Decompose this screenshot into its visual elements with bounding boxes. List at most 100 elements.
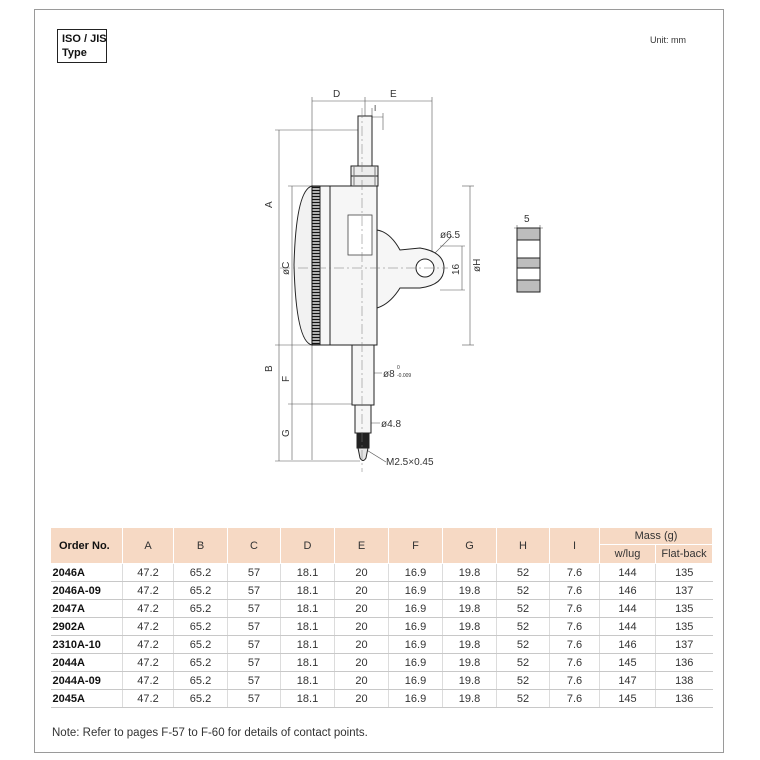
table-cell: 47.2 [122,581,174,600]
table-cell: 7.6 [549,635,600,654]
table-cell: 135 [655,563,713,582]
table-cell: 52 [496,653,550,672]
table-cell: 19.8 [442,581,497,600]
order-no-cell: 2044A-09 [50,671,123,690]
tip-dia-label: ø4.8 [381,419,401,430]
header-mass: Mass (g) [599,527,713,545]
table-cell: 65.2 [173,599,228,618]
table-cell: 7.6 [549,689,600,708]
order-no-cell: 2045A [50,689,123,708]
table-cell: 19.8 [442,635,497,654]
table-cell: 137 [655,581,713,600]
table-cell: 136 [655,689,713,708]
dim-c-label: øC [281,262,292,275]
gauge-body [293,115,445,461]
table-cell: 47.2 [122,563,174,582]
table-cell: 20 [334,581,389,600]
table-cell: 52 [496,617,550,636]
table-cell: 57 [227,653,281,672]
dim-a-label: A [264,201,275,208]
table-cell: 47.2 [122,617,174,636]
table-cell: 57 [227,689,281,708]
table-cell: 52 [496,689,550,708]
table-cell: 19.8 [442,563,497,582]
table-cell: 7.6 [549,581,600,600]
table-cell: 65.2 [173,653,228,672]
lug-side-view [516,227,541,293]
table-cell: 18.1 [280,599,335,618]
table-cell: 47.2 [122,599,174,618]
table-cell: 20 [334,671,389,690]
table-cell: 20 [334,617,389,636]
table-cell: 145 [599,653,656,672]
table-cell: 7.6 [549,617,600,636]
table-cell: 16.9 [388,689,443,708]
table-cell: 16.9 [388,617,443,636]
table-cell: 52 [496,635,550,654]
table-cell: 16.9 [388,653,443,672]
dim-b-label: B [264,365,275,372]
header-d: D [280,527,335,564]
thread-label: M2.5×0.45 [386,457,434,468]
table-cell: 146 [599,581,656,600]
stem-tol-upper: 0 [397,365,400,371]
table-cell: 18.1 [280,671,335,690]
lug-thickness-label: 5 [524,214,530,225]
header-b: B [173,527,228,564]
spec-table: Order No. A B C D E F G H I Mass (g) w/l… [50,527,713,708]
table-cell: 16.9 [388,581,443,600]
table-cell: 52 [496,599,550,618]
header-e: E [334,527,389,564]
table-cell: 20 [334,653,389,672]
table-cell: 7.6 [549,599,600,618]
table-cell: 19.8 [442,653,497,672]
table-cell: 57 [227,563,281,582]
table-cell: 47.2 [122,635,174,654]
type-label-line1: ISO / JIS [62,33,107,45]
table-cell: 65.2 [173,671,228,690]
table-cell: 65.2 [173,689,228,708]
table-cell: 16.9 [388,563,443,582]
table-cell: 20 [334,599,389,618]
table-cell: 18.1 [280,635,335,654]
header-a: A [122,527,174,564]
table-cell: 135 [655,617,713,636]
table-cell: 7.6 [549,563,600,582]
table-cell: 19.8 [442,599,497,618]
stem-tol-lower: -0.009 [397,373,411,379]
table-cell: 57 [227,671,281,690]
table-cell: 65.2 [173,563,228,582]
header-mass-flatback: Flat-back [655,544,713,564]
type-label-line2: Type [62,47,87,59]
header-f: F [388,527,443,564]
table-cell: 144 [599,563,656,582]
order-no-cell: 2047A [50,599,123,618]
table-cell: 47.2 [122,653,174,672]
hole-dia-label: ø6.5 [440,230,460,241]
table-cell: 47.2 [122,671,174,690]
table-cell: 52 [496,563,550,582]
table-cell: 20 [334,689,389,708]
table-cell: 16.9 [388,599,443,618]
footnote: Note: Refer to pages F-57 to F-60 for de… [52,727,368,739]
table-cell: 7.6 [549,653,600,672]
table-cell: 19.8 [442,617,497,636]
table-cell: 57 [227,599,281,618]
table-cell: 138 [655,671,713,690]
order-no-cell: 2046A [50,563,123,582]
table-cell: 65.2 [173,581,228,600]
dim-i-label: I [374,104,376,113]
stem-dia-label: ø8 [383,369,395,380]
header-g: G [442,527,497,564]
order-no-cell: 2902A [50,617,123,636]
order-no-cell: 2310A-10 [50,635,123,654]
